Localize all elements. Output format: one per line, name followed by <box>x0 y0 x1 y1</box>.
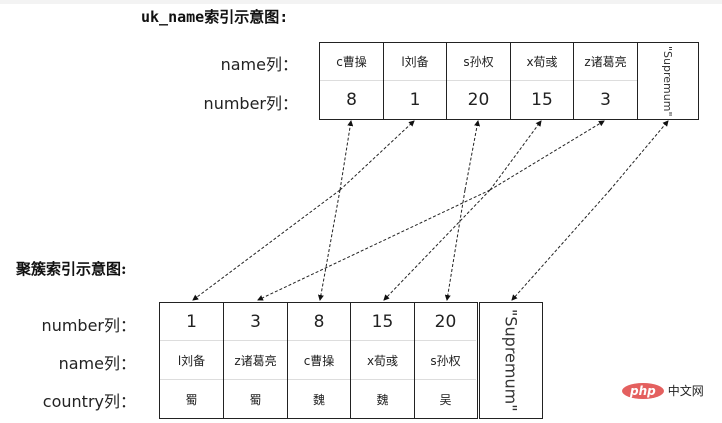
cl-row-label-country: country列： <box>42 392 136 411</box>
cl-number-cell: 8 <box>288 303 350 341</box>
cl-column: 8 c曹操 魏 <box>288 303 351 418</box>
uk-name-cell: c曹操 <box>320 43 383 81</box>
uk-number-cell: 1 <box>409 90 421 110</box>
uk-row-label-name: name列： <box>220 55 298 74</box>
arrow-20 <box>464 120 481 191</box>
watermark-text: 中文网 <box>667 384 704 398</box>
arrow-supremum <box>609 120 669 191</box>
cl-country-cell: 蜀 <box>249 392 262 407</box>
cl-country-cell: 魏 <box>312 392 325 407</box>
uk-number-cell: 8 <box>346 90 357 110</box>
cl-country-cell: 蜀 <box>185 392 198 407</box>
cl-row-label-name: name列： <box>58 354 136 373</box>
uk-column: x荀彧 15 <box>511 43 574 119</box>
arrow-20 <box>444 189 466 301</box>
uk-column: l刘备 1 <box>384 43 447 119</box>
uk-name-cell: x荀彧 <box>511 43 573 81</box>
arrow-15 <box>489 120 542 191</box>
uk-name-cell: l刘备 <box>384 43 446 81</box>
cl-number-cell: 20 <box>415 303 476 341</box>
cl-name-cell: c曹操 <box>288 341 350 380</box>
cl-supremum-cell: "Supremum" <box>479 302 543 419</box>
clustered-index-grid: 1 l刘备 蜀 3 z诸葛亮 蜀 8 c曹操 魏 15 x荀彧 魏 20 s孙权… <box>159 302 478 419</box>
uk-name-cell: s孙权 <box>447 43 510 81</box>
clustered-index-title: 聚簇索引示意图: <box>16 260 127 278</box>
cl-name-cell: s孙权 <box>415 341 476 380</box>
cl-column: 15 x荀彧 魏 <box>351 303 415 418</box>
cl-number-cell: 3 <box>224 303 287 341</box>
arrow-8 <box>339 120 354 191</box>
uk-column: z诸葛亮 3 <box>574 43 638 119</box>
cl-name-cell: z诸葛亮 <box>224 341 287 380</box>
cl-number-cell: 15 <box>351 303 414 341</box>
arrow-3 <box>257 189 491 301</box>
php-logo: php <box>622 382 664 399</box>
cl-name-cell: x荀彧 <box>351 341 414 380</box>
cl-column: 20 s孙权 吴 <box>415 303 476 418</box>
cl-row-label-number: number列： <box>41 316 136 335</box>
uk-column: s孙权 20 <box>447 43 511 119</box>
uk-number-cell: 20 <box>467 90 490 110</box>
arrow-8 <box>317 189 341 301</box>
php-cn-watermark: php 中文网 <box>622 382 704 399</box>
cl-number-cell: 1 <box>160 303 223 341</box>
uk-name-cell: z诸葛亮 <box>574 43 637 81</box>
arrow-1 <box>192 189 341 301</box>
cl-column: 3 z诸葛亮 蜀 <box>224 303 288 418</box>
arrow-supremum <box>511 189 611 301</box>
arrow-1 <box>339 120 415 191</box>
arrow-3 <box>489 120 605 191</box>
arrow-15 <box>383 189 491 301</box>
uk-number-cell: 3 <box>600 90 611 110</box>
top-band <box>0 0 722 4</box>
cl-country-cell: 魏 <box>376 392 389 407</box>
uk-name-index-title: uk_name索引示意图: <box>141 8 289 26</box>
uk-number-cell: 15 <box>531 90 553 110</box>
cl-name-cell: l刘备 <box>160 341 223 380</box>
cl-column: 1 l刘备 蜀 <box>160 303 224 418</box>
cl-supremum-text: "Supremum" <box>501 309 521 412</box>
uk-supremum-cell: "Supremum" <box>638 43 697 119</box>
uk-row-label-number: number列： <box>203 94 298 113</box>
cl-country-cell: 吴 <box>439 392 452 407</box>
uk-name-index-grid: c曹操 8 l刘备 1 s孙权 20 x荀彧 15 z诸葛亮 3 "Suprem… <box>319 42 699 120</box>
uk-supremum-text: "Supremum" <box>661 45 674 117</box>
uk-column: c曹操 8 <box>320 43 384 119</box>
